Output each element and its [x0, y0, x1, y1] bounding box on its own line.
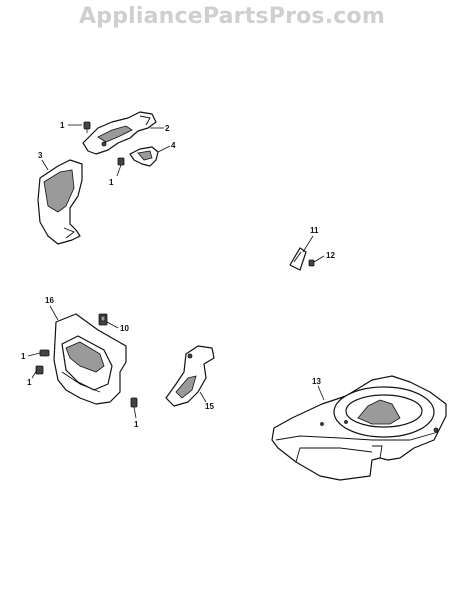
- part-13-blower-housing[interactable]: [271, 375, 447, 481]
- part-1-screw-a[interactable]: [83, 121, 91, 133]
- part-1-screw-b[interactable]: [117, 157, 125, 166]
- callout-3: 3: [38, 151, 43, 160]
- callout-2: 2: [165, 124, 170, 133]
- callout-1: 1: [60, 121, 65, 130]
- part-10-clip[interactable]: [98, 313, 108, 326]
- part-12-screw[interactable]: [308, 259, 315, 267]
- part-15-bracket[interactable]: [165, 345, 215, 407]
- callout-4: 4: [171, 141, 176, 150]
- callout-11: 11: [310, 226, 319, 235]
- part-1-screw-e[interactable]: [130, 397, 138, 408]
- callout-13: 13: [312, 377, 321, 386]
- leader-lines: [27, 124, 325, 419]
- callout-1: 1: [21, 352, 26, 361]
- part-4-small-cover[interactable]: [129, 146, 159, 167]
- part-3-air-guide[interactable]: [37, 159, 83, 245]
- callout-labels: 1 2 3 4 1 11 12 16 10 1 1 15 1 13: [21, 121, 335, 429]
- watermark: AppliancePartsPros.com: [79, 4, 385, 29]
- part-2-baffle-bracket[interactable]: [82, 111, 157, 155]
- part-1-screw-d[interactable]: [35, 365, 44, 375]
- part-1-screw-c[interactable]: [39, 349, 50, 357]
- callout-12: 12: [326, 251, 335, 260]
- callout-1: 1: [109, 178, 114, 187]
- callout-1: 1: [27, 378, 32, 387]
- part-16-side-shroud[interactable]: [53, 313, 127, 405]
- callout-15: 15: [205, 402, 214, 411]
- callout-1: 1: [134, 420, 139, 429]
- callout-10: 10: [120, 324, 129, 333]
- part-11-plate[interactable]: [289, 247, 307, 271]
- callout-16: 16: [45, 296, 54, 305]
